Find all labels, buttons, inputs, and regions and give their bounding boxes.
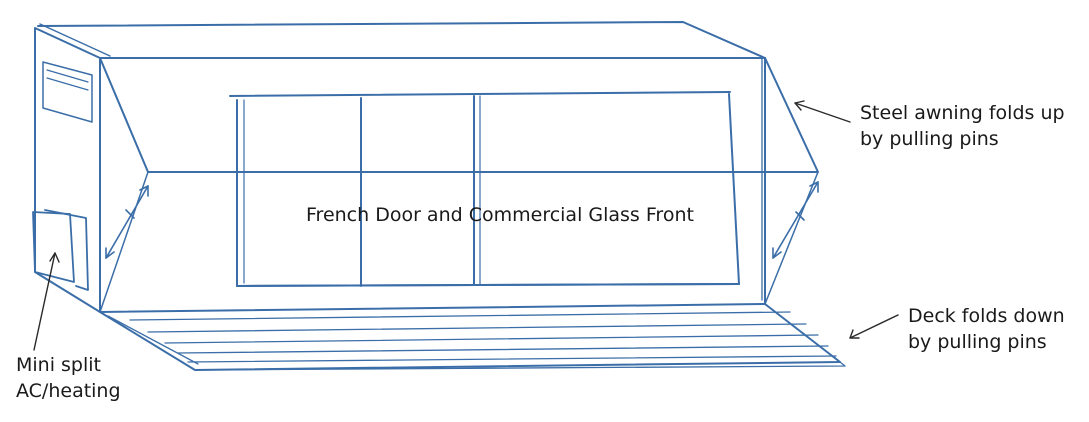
ac-label-line2: AC/heating <box>16 380 121 402</box>
center-label: French Door and Commercial Glass Front <box>306 204 694 226</box>
pin-arrow-right <box>772 181 819 259</box>
deck-callout-arrow <box>849 314 899 339</box>
glass-front <box>229 91 740 287</box>
awning-label-line1: Steel awning folds up <box>860 102 1065 124</box>
deck-label-line1: Deck folds down <box>908 305 1065 327</box>
mini-split-unit <box>32 209 89 291</box>
ac-label: Mini split AC/heating <box>16 352 121 404</box>
pin-arrow-left <box>105 185 149 259</box>
deck-label-line2: by pulling pins <box>908 331 1047 353</box>
deck-label: Deck folds down by pulling pins <box>908 303 1065 355</box>
container-body <box>34 21 766 313</box>
awning-label: Steel awning folds up by pulling pins <box>860 100 1065 152</box>
awning-label-line2: by pulling pins <box>860 128 999 150</box>
ac-callout-arrow <box>33 252 60 351</box>
awning <box>99 57 819 313</box>
ac-label-line1: Mini split <box>16 354 101 376</box>
deck <box>99 303 846 371</box>
awning-callout-arrow <box>794 100 851 123</box>
side-vent <box>42 61 93 123</box>
